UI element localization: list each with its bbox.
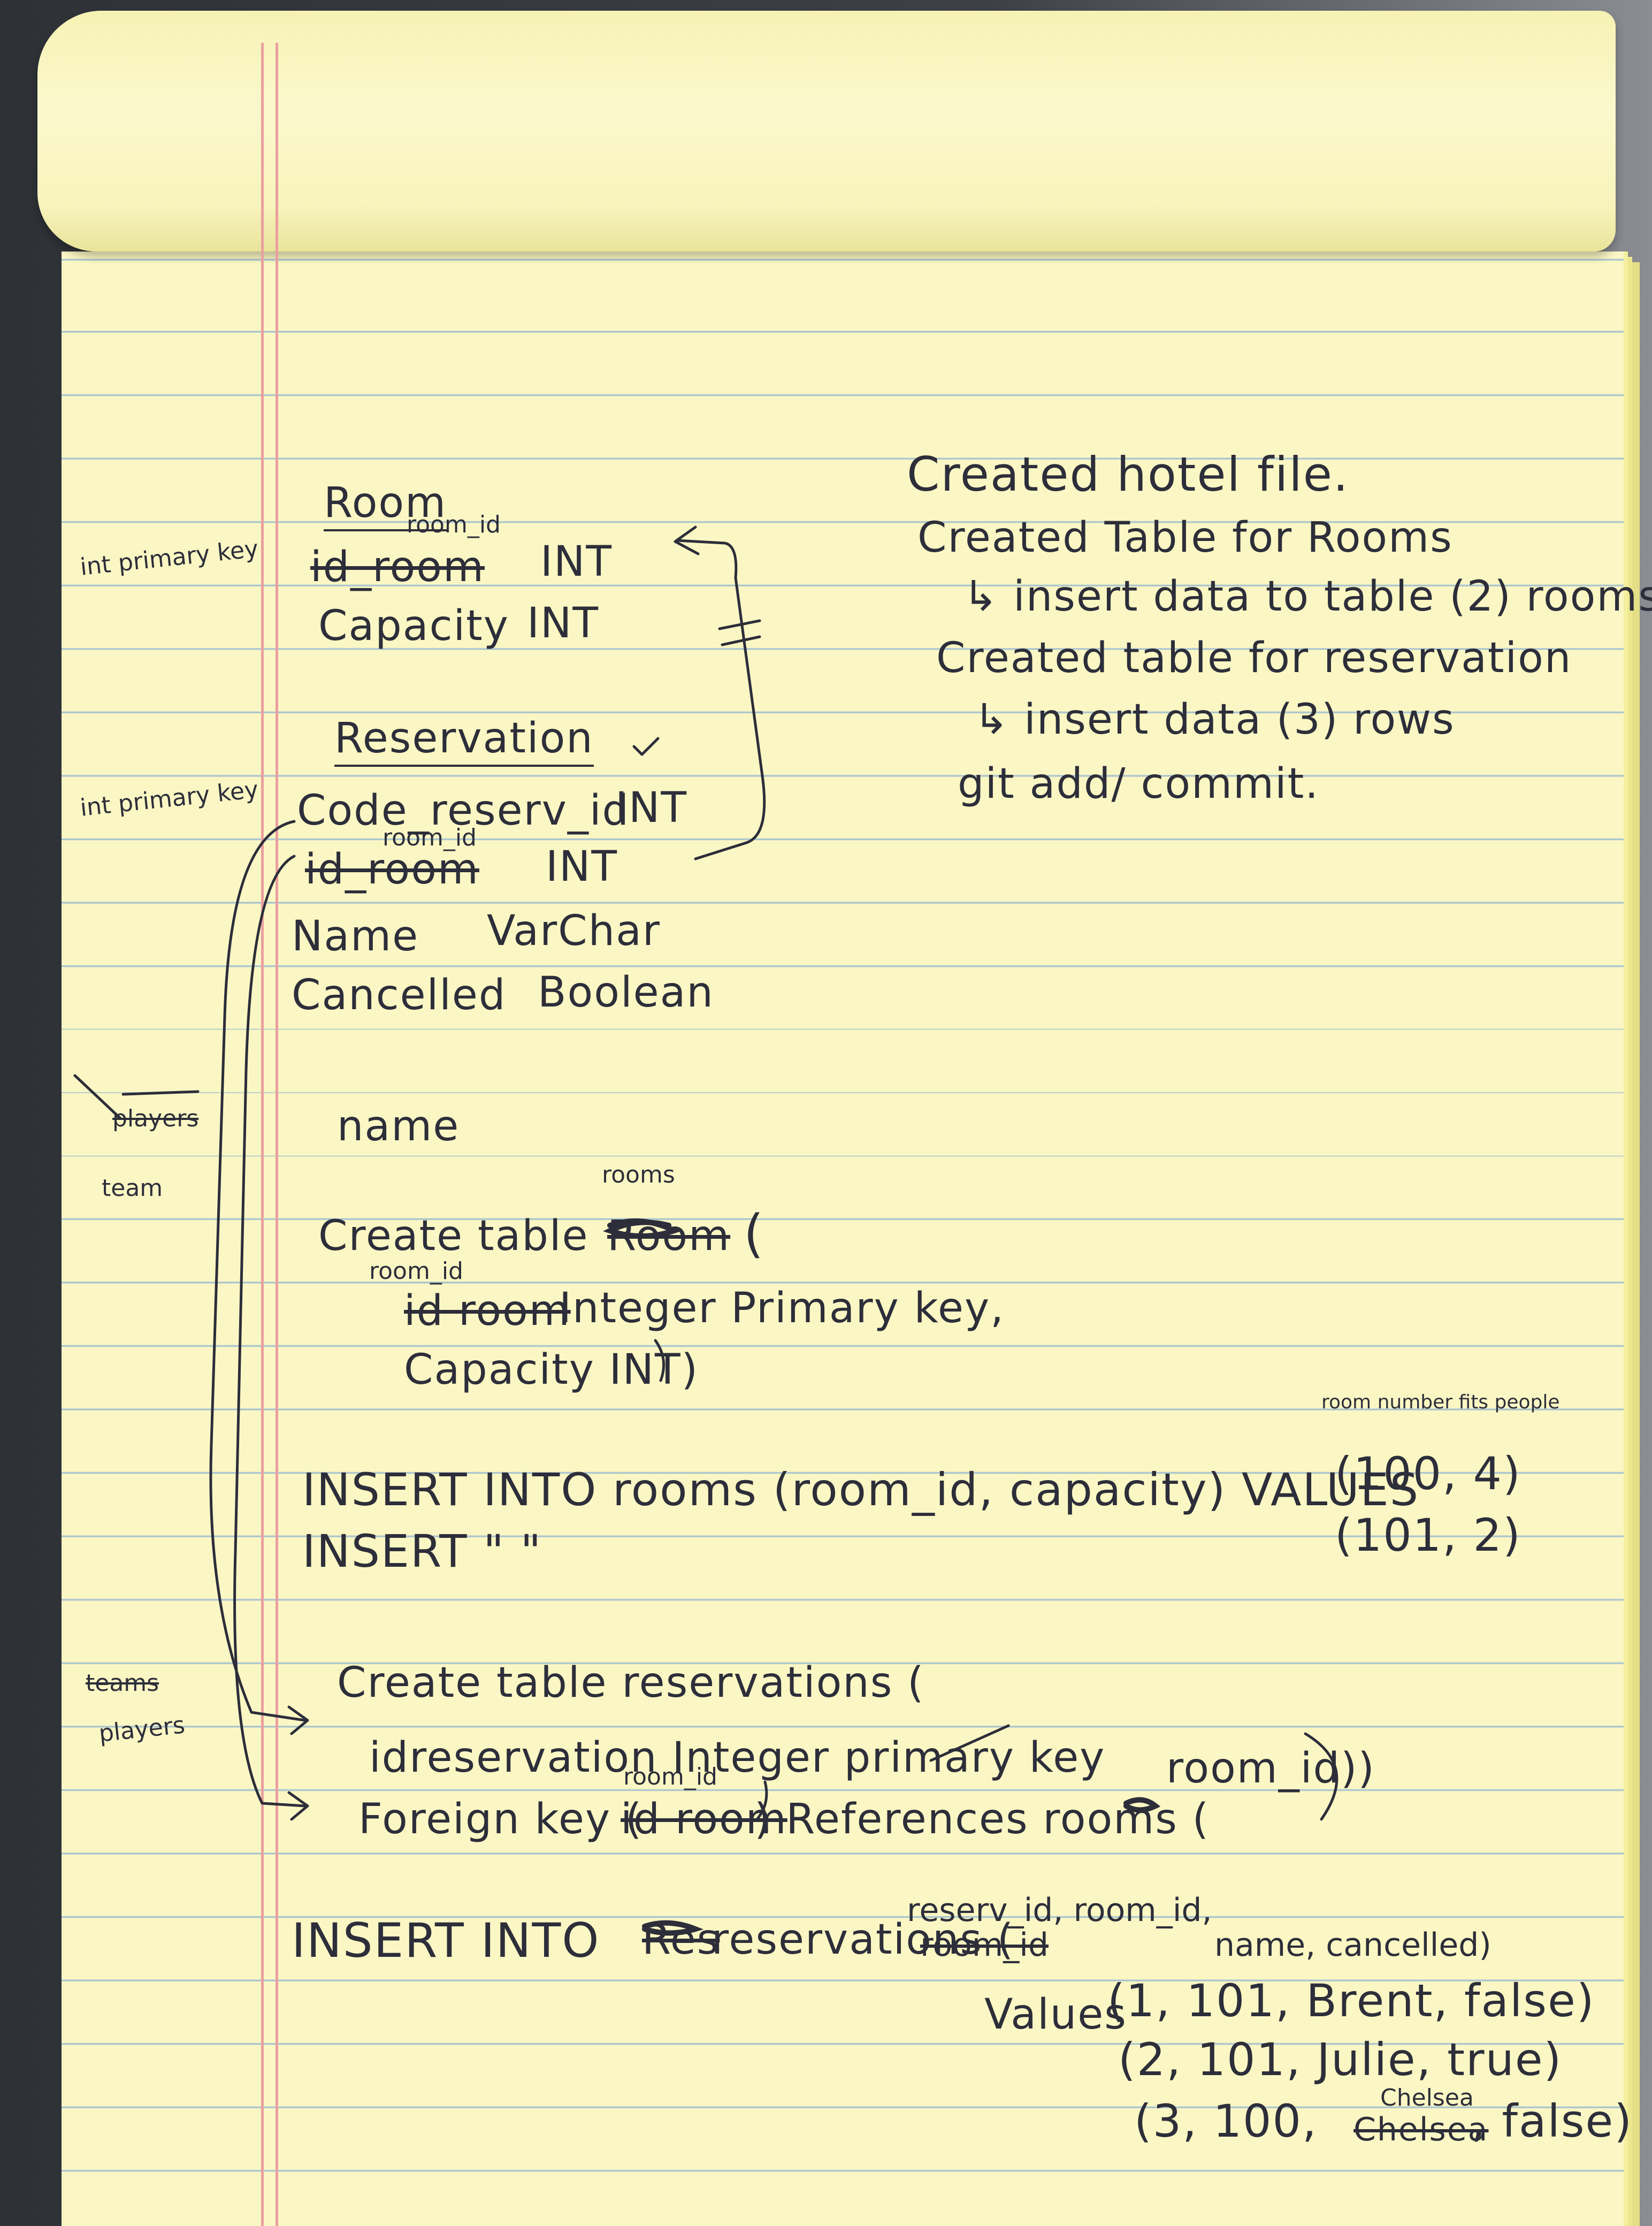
- folded-pad-top: [37, 11, 1616, 251]
- name-type: VarChar: [487, 907, 661, 955]
- capacity-type: INT: [527, 599, 599, 647]
- sql-values: (100, 4): [1335, 1447, 1521, 1500]
- legal-pad-page: [62, 251, 1624, 2226]
- progress-line: Created hotel file.: [907, 447, 1349, 502]
- room-id-insert: room_id: [383, 824, 477, 851]
- sql-line: Create table: [318, 1212, 589, 1260]
- sql-columns: reserv_id, room_id,: [907, 1892, 1212, 1929]
- sql-line: reservations (: [712, 1916, 1015, 1964]
- sql-line: INSERT INTO rooms (room_id, capacity) VA…: [302, 1463, 1420, 1516]
- sql-line: Create table reservations (: [337, 1659, 925, 1707]
- id-room-field: id_room: [305, 845, 479, 894]
- sql-line: room_id)): [1166, 1744, 1375, 1793]
- sql-line: INSERT " ": [302, 1525, 542, 1577]
- margin-note-team: team: [102, 1175, 163, 1202]
- cancelled-field: Cancelled: [292, 971, 507, 1019]
- room-id-insert: room_id: [623, 1763, 717, 1790]
- sql-paren: (: [744, 1204, 765, 1264]
- sql-line: ) References rooms (: [754, 1795, 1210, 1843]
- value-row: (1, 101, Brent, false): [1107, 1975, 1595, 2027]
- room-id-insert: room_id: [407, 511, 501, 538]
- margin-line: [261, 43, 264, 2226]
- margin-line: [276, 43, 278, 2226]
- sql-line: Capacity INT): [404, 1346, 699, 1394]
- value-row: (3, 100,: [1134, 2095, 1318, 2147]
- progress-line: ↳ insert data (3) rows: [974, 696, 1455, 744]
- reservation-heading: Reservation: [334, 714, 594, 767]
- sql-struck: Chelsea: [1353, 2111, 1489, 2148]
- sql-values: (101, 2): [1335, 1509, 1521, 1561]
- room-id-insert: room_id: [369, 1257, 463, 1285]
- sql-struck: id room: [404, 1287, 571, 1335]
- cancelled-type: Boolean: [538, 969, 714, 1017]
- name-field: Name: [292, 912, 419, 960]
- room-id-field: id_room: [310, 543, 485, 591]
- column-note: room number fits people: [1321, 1391, 1560, 1413]
- progress-line: git add/ commit.: [958, 760, 1320, 808]
- value-row: , false): [1471, 2095, 1633, 2147]
- room-id-type: INT: [540, 538, 613, 586]
- progress-line: ↳ insert data to table (2) rooms: [963, 573, 1652, 621]
- sql-struck: Room: [607, 1212, 731, 1260]
- code-type: INT: [615, 784, 687, 832]
- value-row: (2, 101, Julie, true): [1118, 2033, 1563, 2086]
- sql-line: idreservation Integer primary key: [369, 1734, 1106, 1782]
- margin-note-teams: teams: [86, 1670, 159, 1697]
- id-room-type: INT: [546, 843, 618, 891]
- margin-note-players: players: [112, 1105, 199, 1132]
- capacity-field: Capacity: [318, 602, 509, 650]
- code-field: Code_reserv_id: [297, 787, 630, 835]
- room-heading: Room: [324, 479, 447, 531]
- sql-struck: Res: [642, 1916, 720, 1964]
- rooms-insert: rooms: [602, 1161, 675, 1188]
- sql-columns: name, cancelled): [1214, 1926, 1492, 1964]
- progress-line: Created Table for Rooms: [917, 514, 1453, 562]
- value-correction: Chelsea: [1380, 2084, 1474, 2111]
- sql-line: INSERT INTO: [292, 1913, 600, 1968]
- sql-line: Foreign key (: [358, 1795, 643, 1843]
- progress-line: Created table for reservation: [936, 634, 1572, 682]
- sql-line: Integer Primary key,: [559, 1284, 1005, 1332]
- values-label: Values: [984, 1991, 1127, 2039]
- sql-struck: room_id: [920, 1926, 1049, 1964]
- name-word: name: [337, 1102, 460, 1150]
